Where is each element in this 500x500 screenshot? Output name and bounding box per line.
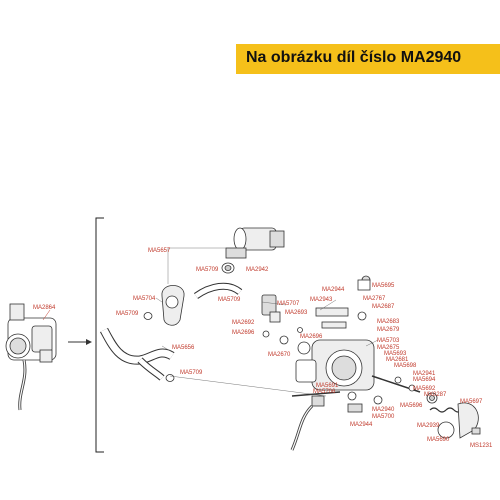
title-banner: Na obrázku díl číslo MA2940: [236, 44, 500, 74]
part-label[interactable]: MA2693: [285, 310, 308, 316]
part-label[interactable]: MX0287: [424, 392, 447, 398]
part-label[interactable]: MA5707: [277, 301, 300, 307]
part-label[interactable]: MA2943: [310, 297, 333, 303]
part-label[interactable]: MA2767: [363, 296, 386, 302]
part-label[interactable]: MA5703: [377, 338, 400, 344]
part-label[interactable]: MA5709: [196, 267, 219, 273]
part-label[interactable]: MA5694: [413, 377, 436, 383]
part-label-left[interactable]: MA2864: [33, 305, 56, 311]
leader-lines: [155, 247, 379, 397]
banner-title: Na obrázku díl číslo MA2940: [246, 49, 462, 66]
part-label[interactable]: MA5690: [427, 437, 450, 443]
part-label[interactable]: MA2944: [322, 287, 345, 293]
part-label[interactable]: MA2696: [300, 334, 323, 340]
part-label[interactable]: MA2940: [372, 407, 395, 413]
part-label[interactable]: MA2679: [377, 327, 400, 333]
part-label[interactable]: MA5695: [372, 283, 395, 289]
part-label[interactable]: MA2670: [268, 352, 291, 358]
arrow-icon: [68, 339, 92, 345]
part-label[interactable]: MA5657: [148, 248, 171, 254]
part-label[interactable]: MA5700: [372, 414, 395, 420]
part-label[interactable]: MA5709: [218, 297, 241, 303]
part-label[interactable]: MA5709: [180, 370, 203, 376]
part-label[interactable]: MS1231: [470, 443, 493, 449]
part-label[interactable]: MA5691: [316, 383, 339, 389]
part-label[interactable]: MA5696: [400, 403, 423, 409]
part-label[interactable]: MA2942: [246, 267, 269, 273]
part-label[interactable]: MA2939: [417, 423, 440, 429]
part-labels: MA5657 MA5709 MA2942 MA5704 MA5709 MA570…: [116, 248, 493, 449]
part-label[interactable]: MA5692: [413, 386, 436, 392]
part-label[interactable]: MA5706: [313, 389, 336, 395]
part-label[interactable]: MA2941: [413, 371, 436, 377]
part-label[interactable]: MA2687: [372, 304, 395, 310]
part-label[interactable]: MA2675: [377, 345, 400, 351]
group-bracket: [95, 217, 104, 453]
part-label[interactable]: MA5698: [394, 363, 417, 369]
part-label[interactable]: MA5693: [384, 351, 407, 357]
part-label[interactable]: MA5709: [116, 311, 139, 317]
part-label[interactable]: MA2696: [232, 330, 255, 336]
part-label[interactable]: MA2692: [232, 320, 255, 326]
part-label[interactable]: MA2681: [386, 357, 409, 363]
throttle-body-assembly-drawing: [5, 303, 57, 411]
exploded-components: [100, 227, 481, 451]
part-label[interactable]: MA5697: [460, 399, 483, 405]
part-label[interactable]: MA2944: [350, 422, 373, 428]
part-label[interactable]: MA5704: [133, 296, 156, 302]
part-label[interactable]: MA5656: [172, 345, 195, 351]
part-label[interactable]: MA2683: [377, 319, 400, 325]
